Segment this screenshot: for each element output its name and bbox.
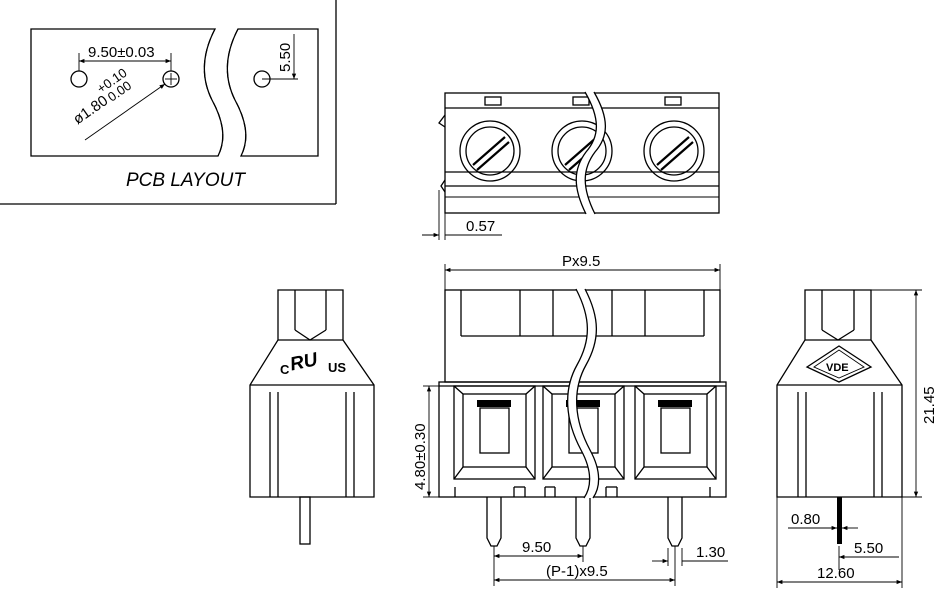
pcb-hole-label: ø1.80 — [70, 92, 111, 128]
wire-entry-2 — [542, 385, 625, 480]
front-span-label: (P-1)x9.5 — [546, 563, 608, 580]
front-pin-label: 1.30 — [696, 544, 725, 561]
side-offset-label: 5.50 — [854, 540, 883, 557]
cert-c-mark: C — [280, 362, 290, 377]
cert-ru-mark: RU — [288, 349, 320, 376]
wire-entry-3 — [634, 385, 717, 480]
top-offset-label: 0.57 — [466, 218, 495, 235]
vde-badge-text: VDE — [826, 362, 849, 374]
top-view: 0.57 — [422, 91, 720, 240]
wire-entry-1 — [453, 385, 536, 480]
pcb-offset-label: 5.50 — [277, 43, 294, 72]
front-pitch-label: 9.50 — [522, 539, 551, 556]
top-screw-3 — [643, 120, 705, 182]
side-pin-label: 0.80 — [791, 511, 820, 528]
front-view: Px9.5 4.80±0.30 9.50 1.30 (P-1)x9.5 — [412, 253, 728, 586]
front-height-label: 4.80±0.30 — [412, 423, 429, 490]
pcb-layout-panel: 9.50±0.03 ø1.80 +0.10 0.00 5.50 PCB LAYO… — [0, 0, 337, 205]
pcb-pitch-label: 9.50±0.03 — [88, 44, 155, 61]
pcb-layout-title: PCB LAYOUT — [126, 170, 246, 191]
side-view-right: VDE 21.45 0.80 5.50 12.60 — [776, 289, 938, 588]
pcb-hole-1 — [70, 70, 88, 88]
front-width-label: Px9.5 — [562, 253, 600, 270]
side-view-left: C RU US — [249, 289, 375, 545]
side-depth-label: 12.60 — [817, 565, 855, 582]
vde-badge — [805, 345, 873, 383]
top-screw-1 — [459, 120, 521, 182]
cert-us-mark: US — [328, 360, 346, 375]
side-height-label: 21.45 — [921, 386, 938, 424]
